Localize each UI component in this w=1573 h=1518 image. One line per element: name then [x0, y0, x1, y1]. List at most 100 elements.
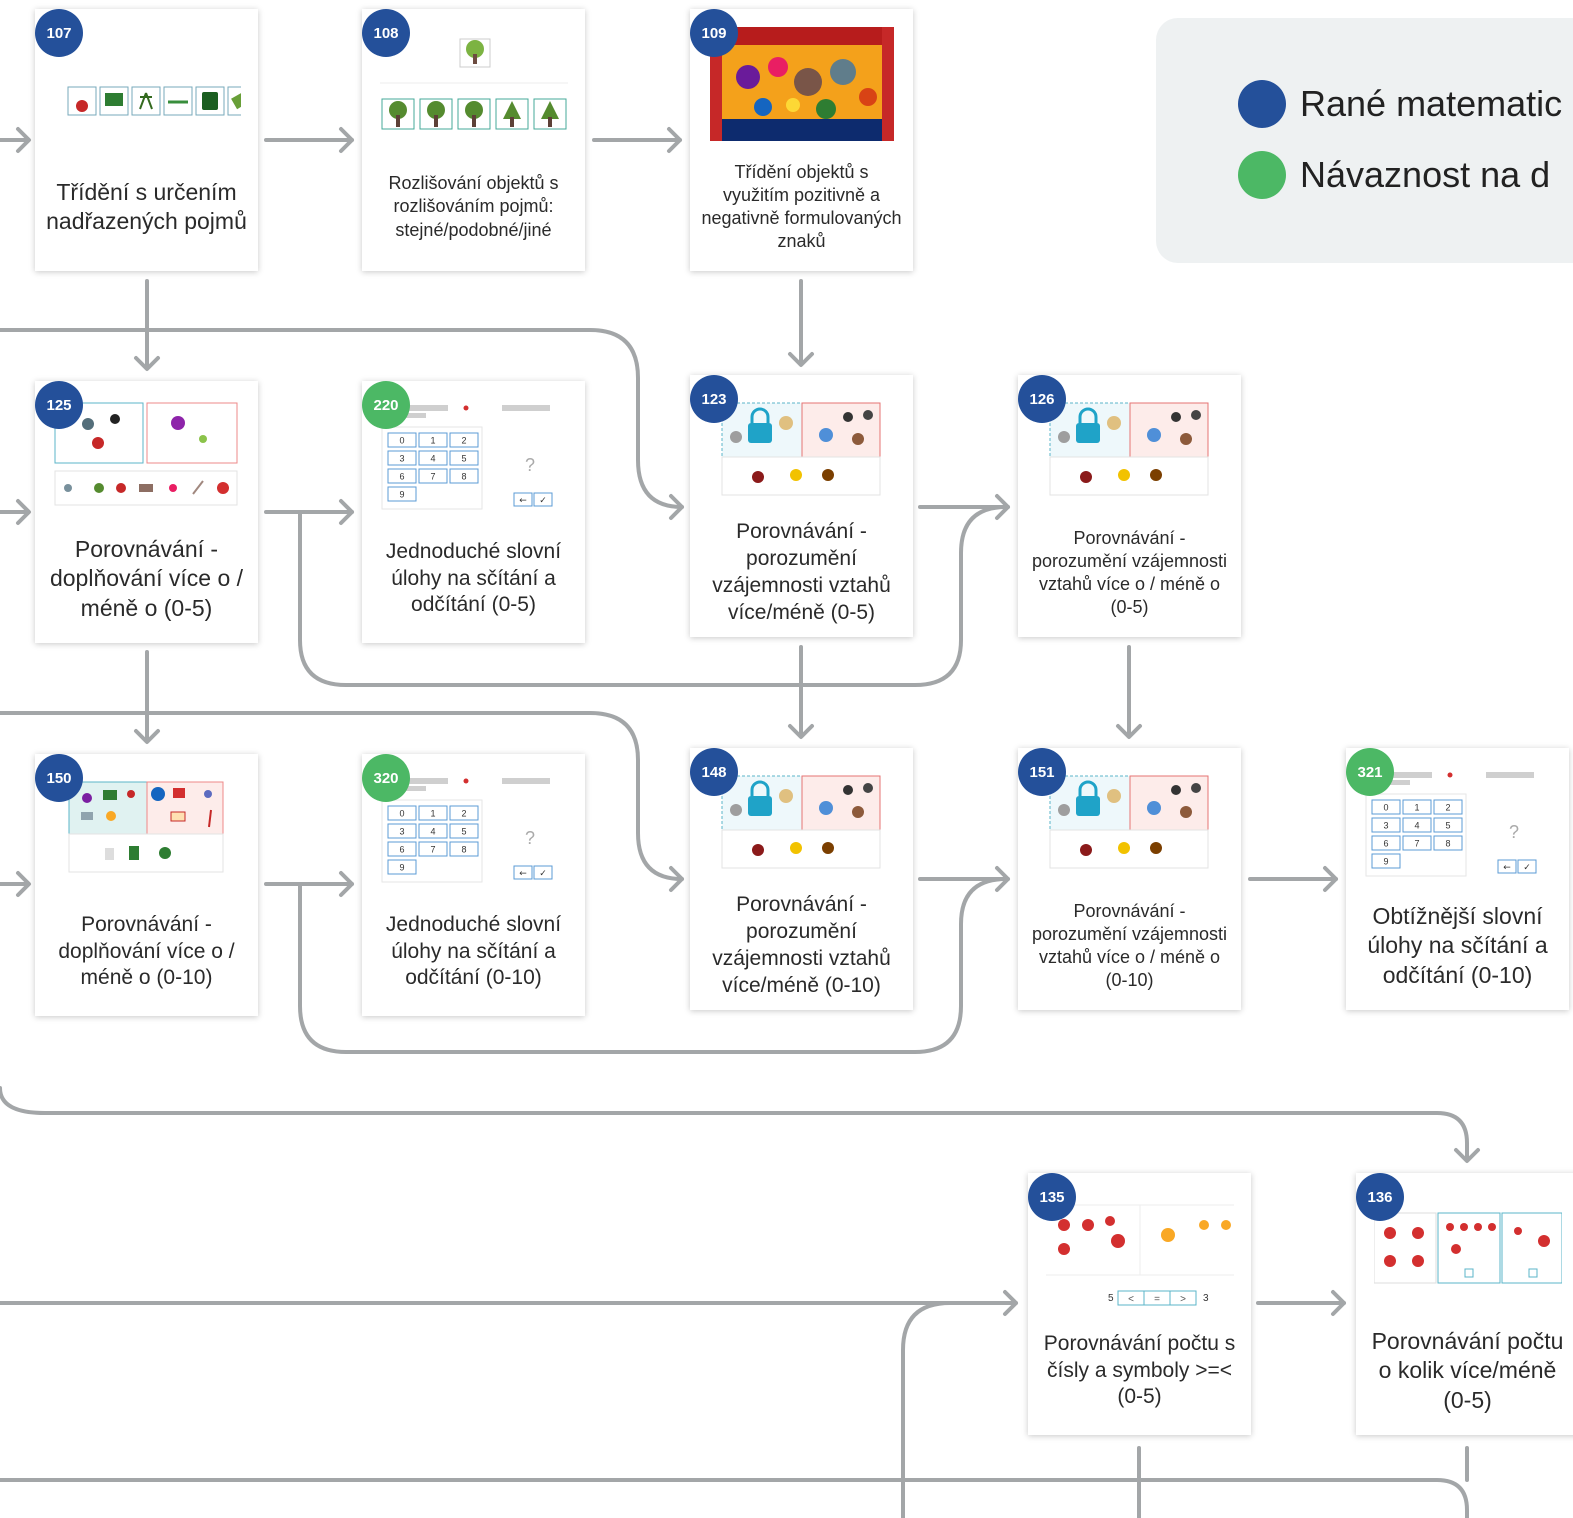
- compare-lock-thumbnail: [1049, 775, 1209, 869]
- card-123[interactable]: 123 Porovnávání - porozumění vzájemnosti…: [690, 375, 913, 637]
- back-arrow-button[interactable]: ←: [513, 492, 533, 507]
- legend-dot-blue: [1238, 80, 1286, 128]
- keypad-key-0[interactable]: 0: [387, 805, 417, 821]
- card-108[interactable]: 108 Rozlišování objektů s rozlišováním p…: [362, 9, 585, 271]
- card-title: Porovnávání - doplňování více o / méně o…: [58, 912, 235, 990]
- check-icon: ✓: [1523, 863, 1531, 873]
- card-109[interactable]: 109 Třídění objektů s využitím pozitivně…: [690, 9, 913, 271]
- lock-icon: [1076, 407, 1100, 443]
- keypad-digit: 6: [1383, 839, 1388, 849]
- compare-lock-thumbnail: [721, 775, 881, 869]
- equals-symbol: =: [1154, 1294, 1160, 1305]
- keypad-key-4[interactable]: 4: [418, 450, 448, 466]
- card-107[interactable]: 107 Třídění s určením nadřazených pojmů: [35, 9, 258, 271]
- keypad-key-1[interactable]: 1: [418, 432, 448, 448]
- keypad-digit: 3: [399, 454, 404, 464]
- keypad-key-4[interactable]: 4: [418, 823, 448, 839]
- connector-paths: [0, 138, 1469, 1518]
- keypad-key-8[interactable]: 8: [449, 468, 479, 484]
- card-number-badge: 148: [690, 748, 738, 796]
- keypad-key-4[interactable]: 4: [1402, 817, 1432, 833]
- keypad-key-3[interactable]: 3: [387, 823, 417, 839]
- card-title: Porovnávání - doplňování více o / méně o…: [49, 535, 244, 621]
- card-136[interactable]: 136 Porovnávání počtu o kolik více/méně …: [1356, 1173, 1573, 1435]
- check-button[interactable]: ✓: [533, 492, 553, 507]
- keypad-key-6[interactable]: 6: [387, 841, 417, 857]
- card-148[interactable]: 148 Porovnávání - porozumění vzájemnosti…: [690, 748, 913, 1010]
- check-icon: ✓: [539, 496, 547, 506]
- card-number-badge: 126: [1018, 375, 1066, 423]
- card-125[interactable]: 125 Porovnávání - doplňování více o / mé…: [35, 381, 258, 643]
- keypad-key-2[interactable]: 2: [449, 432, 479, 448]
- keypad-digit: 4: [430, 454, 435, 464]
- question-mark: ?: [525, 455, 535, 475]
- compare-lock-thumbnail: [721, 402, 881, 496]
- card-126[interactable]: 126 Porovnávání - porozumění vzájemnosti…: [1018, 375, 1241, 637]
- prompt-bar: [388, 405, 550, 418]
- legend-item-continuation: Návaznost na d: [1238, 151, 1550, 199]
- card-title: Porovnávání počtu s čísly a symboly >=< …: [1043, 1331, 1236, 1409]
- keypad-key-7[interactable]: 7: [1402, 835, 1432, 851]
- keypad-key-2[interactable]: 2: [449, 805, 479, 821]
- compare-right-number: 3: [1203, 1293, 1209, 1304]
- legend-dot-green: [1238, 151, 1286, 199]
- card-number-badge: 135: [1028, 1173, 1076, 1221]
- keypad-key-6[interactable]: 6: [387, 468, 417, 484]
- card-title: Jednoduché slovní úlohy na sčítání a odč…: [385, 912, 562, 990]
- card-number-badge: 125: [35, 381, 83, 429]
- card-title: Obtížnější slovní úlohy na sčítání a odč…: [1367, 902, 1548, 988]
- back-arrow-button[interactable]: ←: [513, 865, 533, 880]
- keypad-key-1[interactable]: 1: [418, 805, 448, 821]
- circus-scene-thumbnail: [710, 27, 894, 141]
- compare-lock-thumbnail: [1049, 402, 1209, 496]
- keypad-digit: 5: [1445, 821, 1450, 831]
- card-151[interactable]: 151 Porovnávání - porozumění vzájemnosti…: [1018, 748, 1241, 1010]
- lock-icon: [1076, 780, 1100, 816]
- legend-label: Rané matematic: [1300, 83, 1563, 124]
- keypad-key-7[interactable]: 7: [418, 468, 448, 484]
- check-button[interactable]: ✓: [1517, 859, 1537, 874]
- keypad-key-7[interactable]: 7: [418, 841, 448, 857]
- card-number-badge: 108: [362, 9, 410, 57]
- card-title: Třídění s určením nadřazených pojmů: [46, 178, 247, 234]
- keypad-digit: 8: [461, 845, 466, 855]
- less-than-symbol: <: [1128, 1294, 1134, 1305]
- card-135[interactable]: 135 5 < = > 3 Porovnávání počtu s čísly …: [1028, 1173, 1251, 1435]
- keypad-digit: 8: [461, 472, 466, 482]
- keypad-key-5[interactable]: 5: [449, 450, 479, 466]
- card-title: Porovnávání - porozumění vzájemnosti vzt…: [1031, 527, 1228, 618]
- check-button[interactable]: ✓: [533, 865, 553, 880]
- card-title: Třídění objektů s využitím pozitivně a n…: [701, 161, 902, 252]
- category-strip-thumbnail: [67, 86, 241, 116]
- trees-thumbnail: [380, 38, 568, 130]
- keypad-key-5[interactable]: 5: [1433, 817, 1463, 833]
- keypad-digit: 5: [461, 827, 466, 837]
- keypad-key-3[interactable]: 3: [1371, 817, 1401, 833]
- back-arrow-button[interactable]: ←: [1497, 859, 1517, 874]
- card-number-badge: 109: [690, 9, 738, 57]
- keypad-key-1[interactable]: 1: [1402, 799, 1432, 815]
- keypad-key-0[interactable]: 0: [387, 432, 417, 448]
- compare-fill-thumbnail: [54, 402, 238, 506]
- keypad-key-6[interactable]: 6: [1371, 835, 1401, 851]
- keypad-key-8[interactable]: 8: [1433, 835, 1463, 851]
- keypad-key-3[interactable]: 3: [387, 450, 417, 466]
- keypad-key-2[interactable]: 2: [1433, 799, 1463, 815]
- keypad-key-0[interactable]: 0: [1371, 799, 1401, 815]
- keypad-key-9[interactable]: 9: [387, 859, 417, 875]
- keypad-key-9[interactable]: 9: [1371, 853, 1401, 869]
- card-150[interactable]: 150 Porovnávání - doplňování více o / mé…: [35, 754, 258, 1016]
- keypad-key-9[interactable]: 9: [387, 486, 417, 502]
- card-number-badge: 123: [690, 375, 738, 423]
- back-arrow-icon: ←: [519, 869, 527, 879]
- card-number-badge: 150: [35, 754, 83, 802]
- keypad-key-8[interactable]: 8: [449, 841, 479, 857]
- keypad-key-5[interactable]: 5: [449, 823, 479, 839]
- greater-than-symbol: >: [1180, 1294, 1186, 1305]
- keypad-digit: 9: [1383, 857, 1388, 867]
- keypad-digit: 5: [461, 454, 466, 464]
